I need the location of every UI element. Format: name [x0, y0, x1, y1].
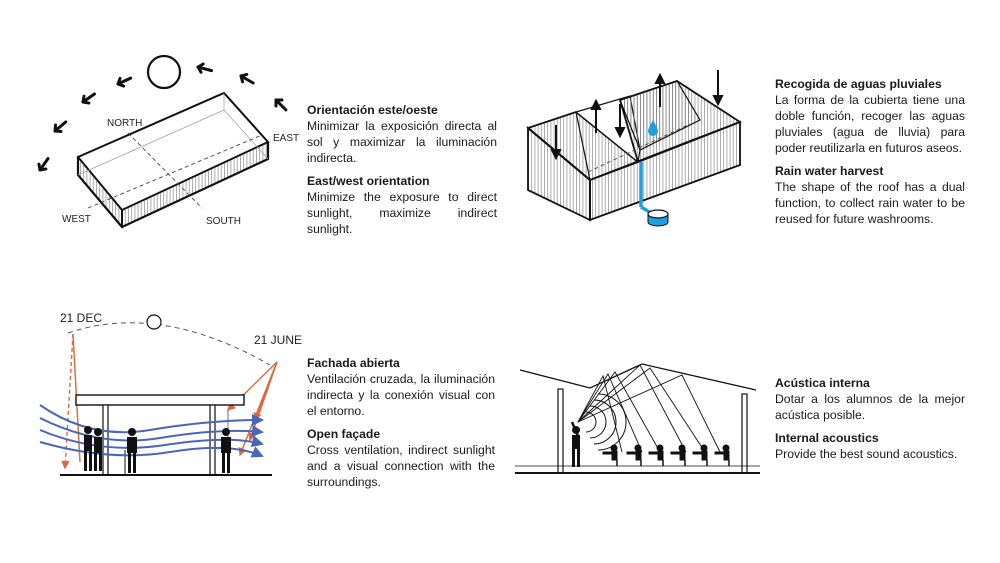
- facade-heading-en: Open façade: [307, 427, 381, 441]
- acoustics-diagram: [515, 363, 760, 474]
- label-21-dec: 21 DEC: [60, 311, 102, 325]
- water-tank: [647, 209, 669, 227]
- label-21-june: 21 JUNE: [254, 333, 302, 347]
- rainwater-text: Recogida de aguas pluviales La forma de …: [775, 76, 965, 227]
- label-north: NORTH: [107, 118, 142, 129]
- rainwater-body-en: The shape of the roof has a dual functio…: [775, 180, 965, 226]
- sound-wave-icon: [585, 393, 627, 451]
- orientation-diagram: NORTH EAST WEST SOUTH: [37, 54, 299, 229]
- label-west: WEST: [62, 214, 91, 225]
- facade-heading-es: Fachada abierta: [307, 356, 400, 370]
- facade-body-en: Cross ventilation, indirect sunlight and…: [307, 443, 495, 489]
- orientation-building: [76, 91, 270, 229]
- rainwater-heading-es: Recogida de aguas pluviales: [775, 77, 942, 91]
- facade-body-es: Ventilación cruzada, la iluminación indi…: [307, 372, 495, 418]
- acoustics-heading-en: Internal acoustics: [775, 431, 879, 445]
- acoustics-heading-es: Acústica interna: [775, 376, 870, 390]
- label-east: EAST: [273, 133, 299, 144]
- sun-path-arrows: [37, 62, 288, 172]
- facade-text: Fachada abierta Ventilación cruzada, la …: [307, 355, 495, 490]
- students-silhouettes: [602, 444, 730, 466]
- rain-arrows: [550, 70, 724, 161]
- acoustics-text: Acústica interna Dotar a los alumnos de …: [775, 375, 965, 462]
- water-drop-icon: [648, 120, 658, 136]
- acoustics-body-es: Dotar a los alumnos de la mejor acústica…: [775, 392, 965, 422]
- rainwater-diagram: [526, 70, 742, 227]
- label-south: SOUTH: [206, 216, 241, 227]
- acoustics-body-en: Provide the best sound acoustics.: [775, 447, 958, 461]
- people-silhouettes: [84, 426, 231, 473]
- wind-arrows: [39, 404, 264, 458]
- orientation-body-es: Minimizar la exposición directa al sol y…: [307, 119, 497, 165]
- rainwater-heading-en: Rain water harvest: [775, 164, 884, 178]
- facade-diagram: 21 DEC 21 JUNE: [39, 311, 302, 476]
- orientation-heading-en: East/west orientation: [307, 174, 430, 188]
- rainwater-body-es: La forma de la cubierta tiene una doble …: [775, 93, 965, 155]
- teacher-silhouette: [570, 421, 580, 467]
- sun-icon-facade: [146, 314, 162, 330]
- sun-icon: [146, 54, 182, 90]
- orientation-heading-es: Orientación este/oeste: [307, 103, 438, 117]
- orientation-text: Orientación este/oeste Minimizar la expo…: [307, 102, 497, 237]
- orientation-body-en: Minimize the exposure to direct sunlight…: [307, 190, 497, 236]
